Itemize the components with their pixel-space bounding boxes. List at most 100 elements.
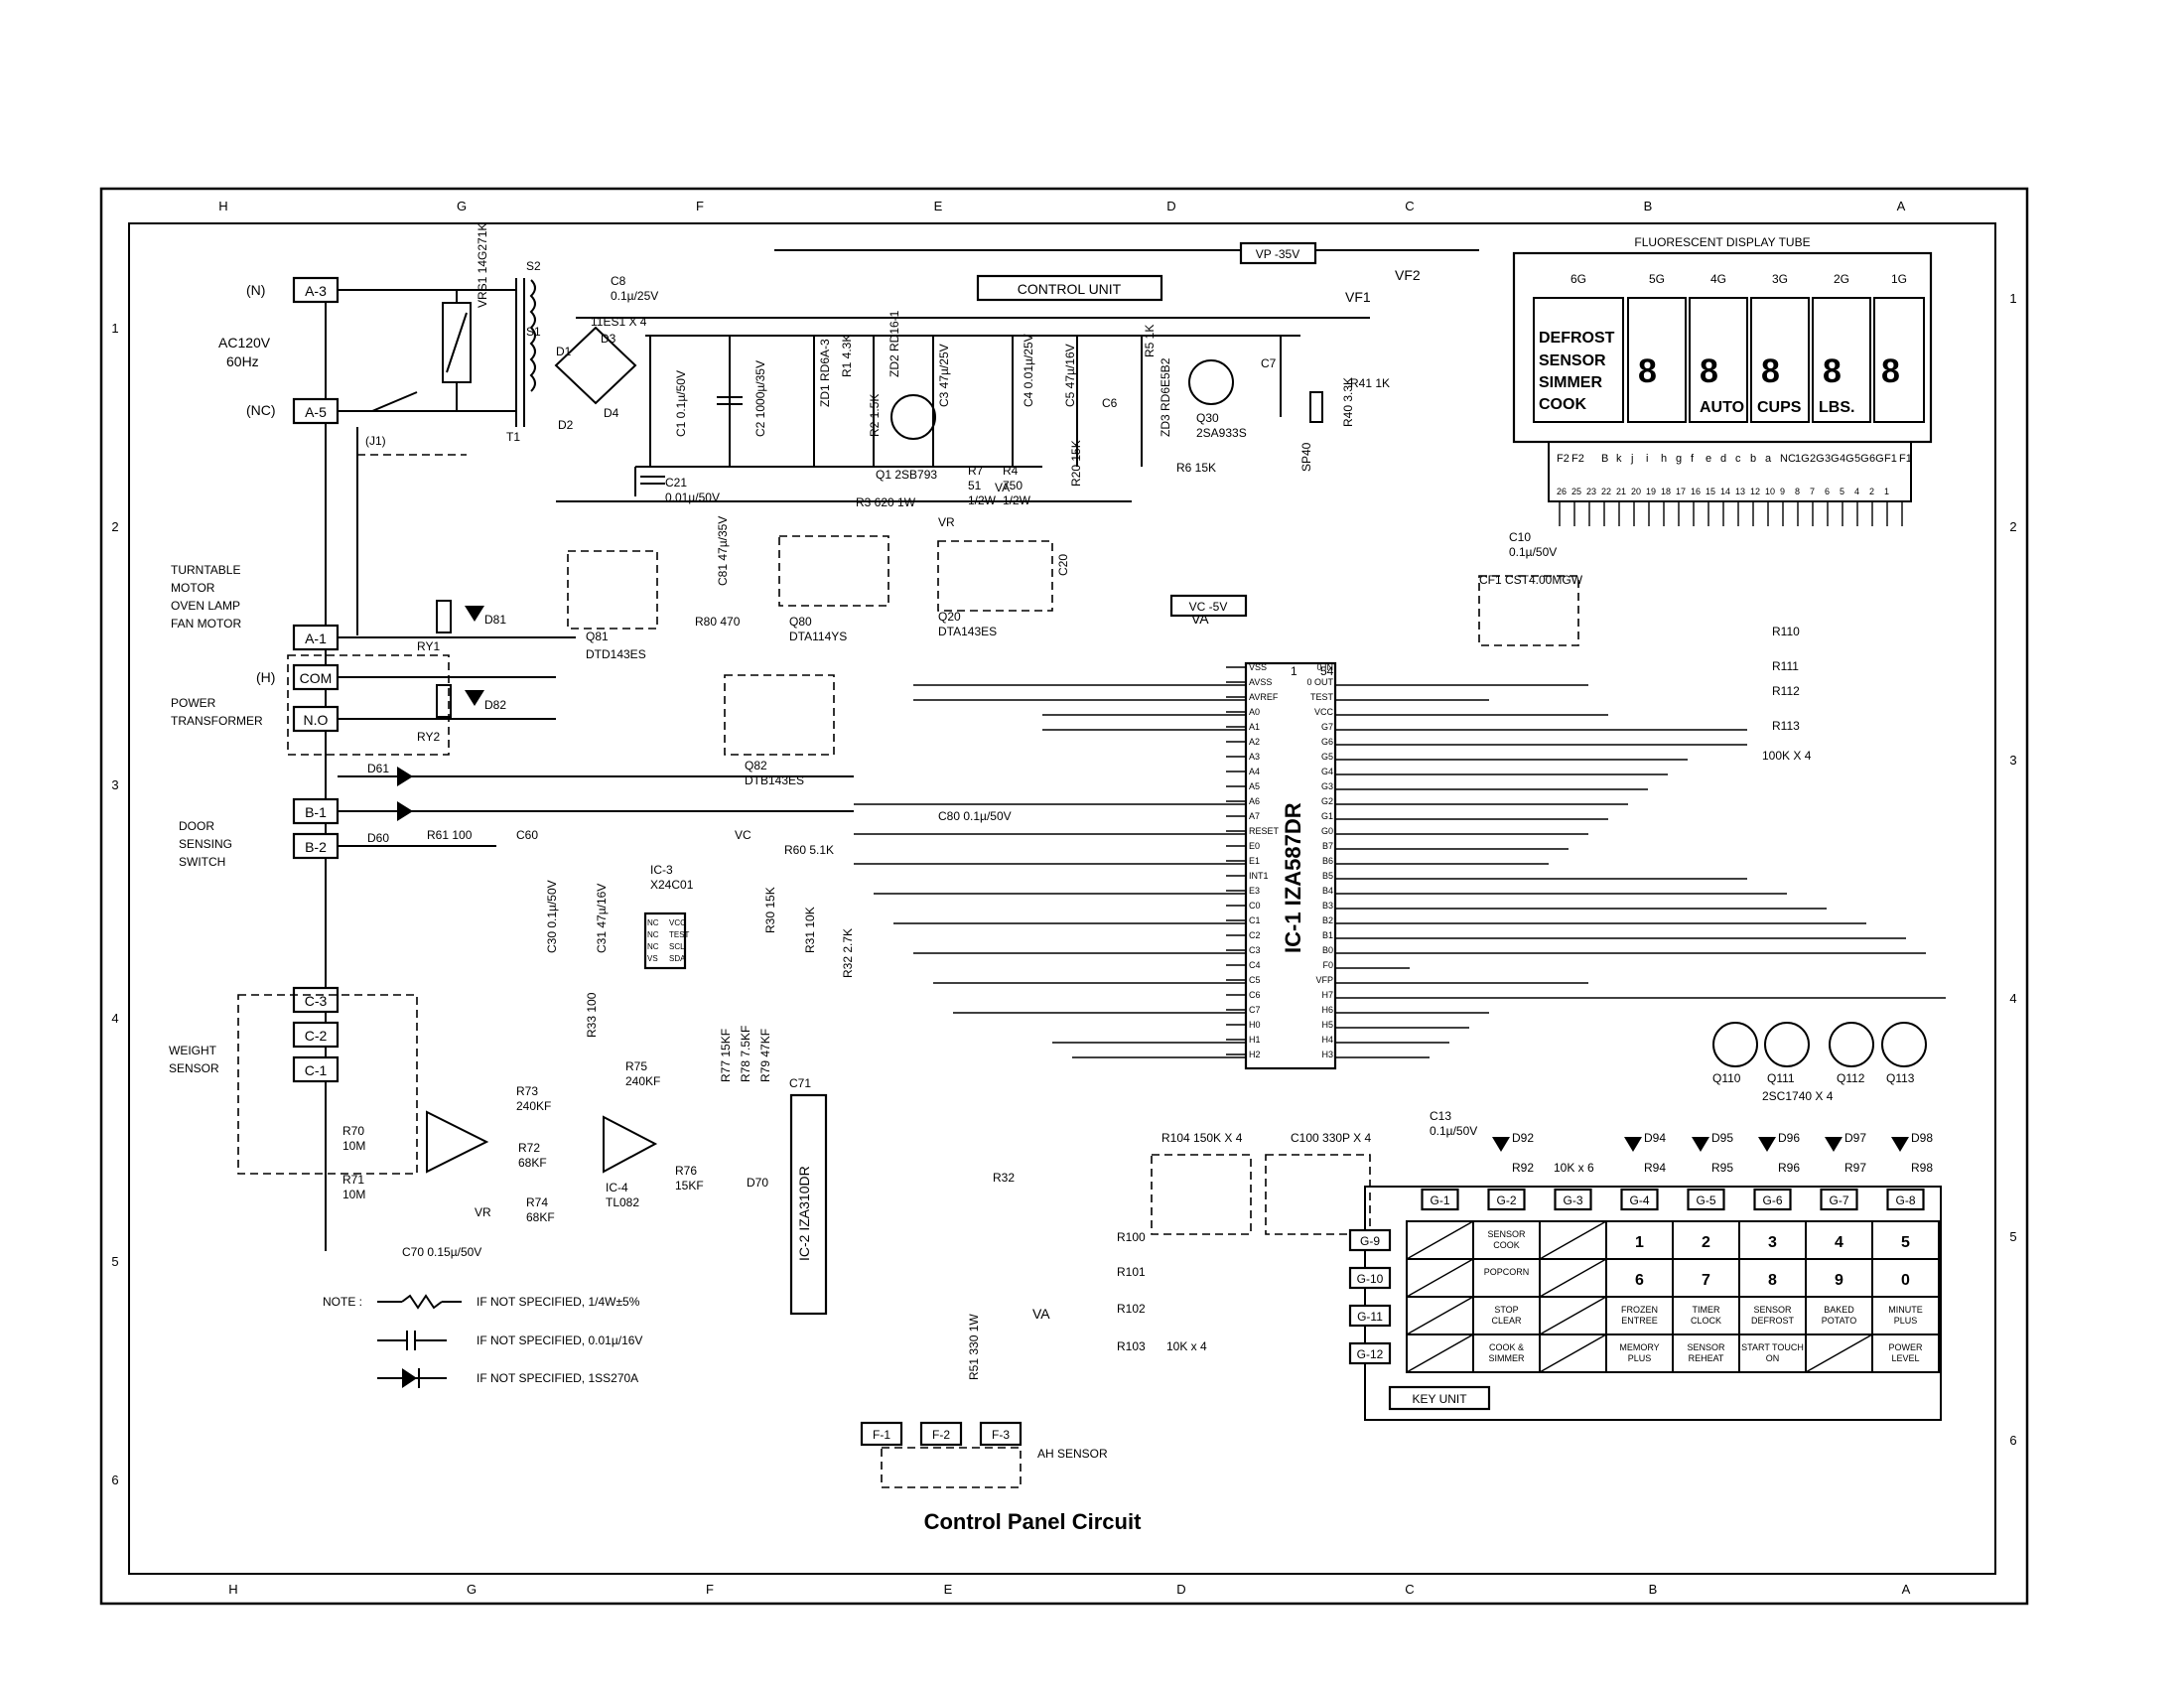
- ic1-left-pin: A4: [1249, 767, 1260, 776]
- connector-c1: [292, 1055, 340, 1083]
- svg-text:R112: R112: [1772, 684, 1800, 698]
- vfd-pin-number: 17: [1676, 487, 1686, 496]
- svg-text:C5 47µ/16V: C5 47µ/16V: [1063, 344, 1077, 407]
- key-g-top-label: G-3: [1563, 1193, 1582, 1207]
- vfd-pin-number: 10: [1765, 487, 1775, 496]
- svg-text:R72: R72: [518, 1141, 540, 1155]
- connector-f1-label: F-1: [873, 1428, 890, 1442]
- connector-b2-label: B-2: [305, 839, 327, 855]
- ic3-part: X24C01: [650, 878, 694, 892]
- vfd-pin-label: 3G: [1825, 453, 1840, 465]
- svg-text:240KF: 240KF: [516, 1099, 551, 1113]
- left-labels: (N) (NC) AC120V 60Hz TURNTABLE MOTOR OVE…: [169, 282, 276, 1075]
- svg-text:D81: D81: [484, 613, 506, 627]
- ic3-section: IC-3 X24C01 C30 0.1µ/50V C31 47µ/16V R30…: [545, 863, 855, 978]
- ic1-left-pin: C3: [1249, 945, 1261, 955]
- svg-text:R41 1K: R41 1K: [1350, 376, 1390, 390]
- svg-text:R3 620 1W: R3 620 1W: [856, 495, 916, 509]
- grid-row: 3: [2009, 753, 2016, 768]
- vfd-text-sensor: SENSOR: [1539, 352, 1606, 369]
- grid-col: A: [1897, 199, 1906, 213]
- key-g-top-box: [1820, 1188, 1858, 1211]
- vfd-text-defrost: DEFROST: [1539, 330, 1615, 347]
- svg-text:R104 150K X 4: R104 150K X 4: [1161, 1131, 1243, 1145]
- svg-text:CF1 CST4.00MGW: CF1 CST4.00MGW: [1479, 573, 1583, 587]
- vfd-cups: CUPS: [1757, 399, 1802, 416]
- svg-text:D61: D61: [367, 762, 389, 775]
- vfd-text-simmer: SIMMER: [1539, 374, 1602, 391]
- svg-text:R111: R111: [1772, 659, 1799, 673]
- ic1-left-pin: E0: [1249, 841, 1260, 851]
- key-label: 0: [1901, 1272, 1910, 1289]
- label-fan-motor: FAN MOTOR: [171, 617, 241, 631]
- key-cell-blank-diagonal: [1539, 1333, 1607, 1373]
- vfd-pin-number: 19: [1646, 487, 1656, 496]
- vf1-label: VF1: [1345, 289, 1371, 305]
- vfd-pin-label: 4G: [1840, 453, 1854, 465]
- svg-text:R98: R98: [1911, 1161, 1933, 1175]
- key-cell-blank-diagonal: [1539, 1220, 1607, 1260]
- svg-text:VR: VR: [938, 515, 955, 529]
- vfd-pin-strip: [1548, 441, 1912, 502]
- connector-no-label: N.O: [304, 712, 329, 728]
- svg-text:68KF: 68KF: [518, 1156, 547, 1170]
- svg-text:68KF: 68KF: [526, 1210, 555, 1224]
- svg-text:R1 4.3K: R1 4.3K: [840, 335, 854, 377]
- ic1-left-pin: A5: [1249, 781, 1260, 791]
- grid-col: G: [467, 1582, 477, 1597]
- key-g-top-label: G-5: [1696, 1193, 1715, 1207]
- key-g-side-box: [1348, 1304, 1392, 1328]
- key-cell[interactable]: [1871, 1333, 1940, 1373]
- key-cell[interactable]: [1472, 1258, 1541, 1298]
- ic1-section: IC-1 IZA587DR 1 54: [1244, 661, 1337, 1070]
- vfd-pin-number: 16: [1691, 487, 1701, 496]
- vfd-grid-5g: 5G: [1649, 272, 1665, 286]
- key-label: 5: [1901, 1234, 1910, 1251]
- vc-box: [1169, 594, 1248, 618]
- vfd-pin-label: c: [1735, 453, 1741, 465]
- notes: NOTE : IF NOT SPECIFIED, 1/4W±5% IF NOT …: [323, 1294, 642, 1388]
- grid-col: H: [228, 1582, 237, 1597]
- grid-row: 1: [111, 321, 118, 336]
- connector-c3-label: C-3: [305, 993, 328, 1009]
- svg-text:R51 330 1W: R51 330 1W: [967, 1314, 981, 1380]
- ic1-left-pin: VSS: [1249, 662, 1267, 672]
- vfd-pin-label: d: [1720, 453, 1726, 465]
- svg-text:8: 8: [1700, 352, 1718, 390]
- svg-text:D60: D60: [367, 831, 389, 845]
- svg-text:RY2: RY2: [417, 730, 440, 744]
- label-sensing: SENSING: [179, 837, 232, 851]
- svg-text:R2 1.5K: R2 1.5K: [868, 394, 882, 437]
- control-unit-label: CONTROL UNIT: [1018, 281, 1122, 297]
- svg-text:DTD143ES: DTD143ES: [586, 647, 646, 661]
- key-label: 9: [1835, 1272, 1843, 1289]
- grid-row: 6: [111, 1473, 118, 1487]
- key-unit-label: KEY UNIT: [1412, 1392, 1467, 1406]
- ic1-left-pin: E1: [1249, 856, 1260, 866]
- power-dashed-box: [287, 654, 450, 756]
- svg-text:R74: R74: [526, 1195, 548, 1209]
- svg-text:VC: VC: [735, 828, 751, 842]
- bus-lines: [854, 684, 1946, 1058]
- svg-text:8: 8: [1823, 352, 1842, 390]
- vfd-section: FLUORESCENT DISPLAY TUBE DEFROST SENSOR …: [1512, 235, 1933, 502]
- ic1-left-pin: H0: [1249, 1020, 1261, 1030]
- vfd-outer: [1512, 251, 1933, 444]
- outer-frame: [99, 187, 2029, 1606]
- key-g-top-box: [1620, 1188, 1659, 1211]
- key-g-top-box: [1687, 1188, 1725, 1211]
- ic1-pins: VSSAVSSAVREFA0A1A2A3A4A5A6A7RESETE0E1INT…: [1226, 662, 1333, 1059]
- note-resistor: IF NOT SPECIFIED, 1/4W±5%: [477, 1295, 640, 1309]
- key-g-top-label: G-8: [1895, 1193, 1915, 1207]
- ic2-body: [789, 1093, 828, 1316]
- svg-text:C10: C10: [1509, 530, 1531, 544]
- svg-text:15KF: 15KF: [675, 1179, 704, 1193]
- svg-text:C4 0.01µ/25V: C4 0.01µ/25V: [1022, 334, 1035, 407]
- svg-text:Q82: Q82: [745, 759, 767, 772]
- svg-text:10M: 10M: [342, 1188, 365, 1201]
- ic4b-opamp: [603, 1115, 658, 1174]
- svg-text:ZD2 RD16-1: ZD2 RD16-1: [887, 310, 901, 377]
- ic1-left-pin: C1: [1249, 915, 1261, 925]
- ic1-left-pin: A3: [1249, 752, 1260, 762]
